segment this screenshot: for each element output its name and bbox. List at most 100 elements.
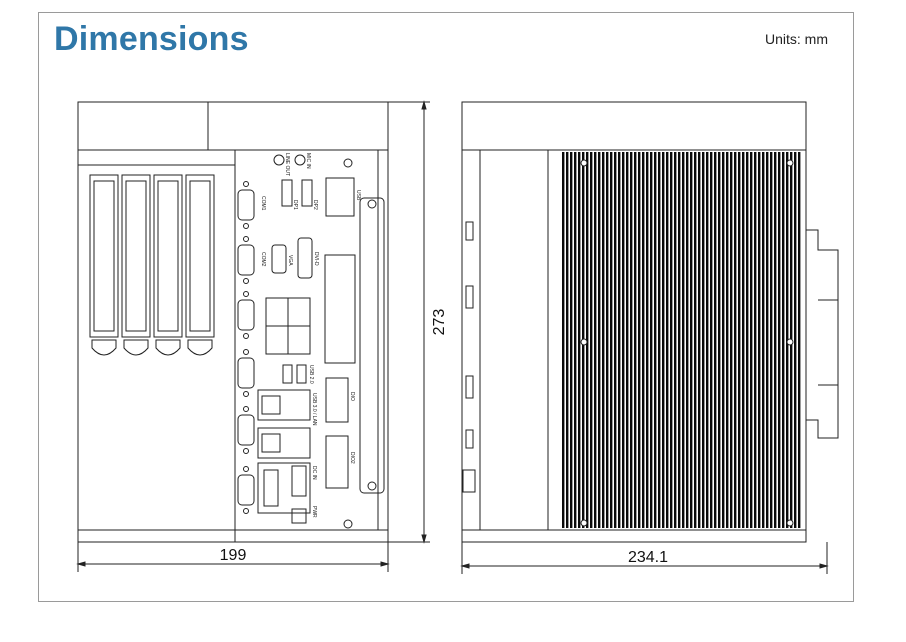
fin: [750, 152, 753, 528]
power-terminal-block: [257, 462, 311, 514]
fin: [762, 152, 765, 528]
usb20-port-a: [282, 364, 293, 384]
units-label: Units: mm: [765, 31, 828, 47]
fin: [782, 152, 785, 528]
com-screw: [243, 406, 249, 412]
fin: [778, 152, 781, 528]
fin: [774, 152, 777, 528]
label-usb: USB: [355, 190, 361, 201]
heatsink-screw: [786, 159, 794, 167]
com-screw: [243, 278, 249, 284]
label-mic-in: MIC IN: [305, 153, 311, 169]
heatsink-screw: [580, 338, 588, 346]
mic-in-jack: [294, 154, 306, 166]
fin: [594, 152, 597, 528]
fin: [598, 152, 601, 528]
dio-connector: [325, 377, 349, 423]
com-screw: [243, 448, 249, 454]
com-port: [237, 189, 255, 221]
usb20-port-b: [296, 364, 307, 384]
com-screw: [243, 223, 249, 229]
fin: [614, 152, 617, 528]
side-view: [460, 101, 839, 574]
label-usb20: USB 2.0: [308, 365, 314, 384]
fin: [682, 152, 685, 528]
fin: [642, 152, 645, 528]
slot-handle: [187, 339, 213, 356]
fin: [766, 152, 769, 528]
usb-port-block: [325, 177, 355, 217]
expansion-slot-cover: [185, 174, 215, 338]
serial-header-block: [324, 254, 356, 364]
fin: [794, 152, 797, 528]
label-dvid: DVI-D: [313, 252, 319, 266]
fin: [686, 152, 689, 528]
fin: [730, 152, 733, 528]
fin: [626, 152, 629, 528]
label-com1: COM1: [260, 196, 266, 211]
com-screw: [243, 349, 249, 355]
fin: [586, 152, 589, 528]
height-value: 273: [431, 309, 448, 336]
com-screw: [243, 391, 249, 397]
expansion-slot-cover: [121, 174, 151, 338]
fin: [662, 152, 665, 528]
label-dp2: DP2: [312, 200, 318, 210]
fin: [574, 152, 577, 528]
fin: [706, 152, 709, 528]
fin: [566, 152, 569, 528]
fin: [590, 152, 593, 528]
com-port: [237, 414, 255, 446]
fin: [678, 152, 681, 528]
fin: [630, 152, 633, 528]
usb30-lan-block-1: [257, 389, 311, 421]
vga-port: [271, 244, 287, 274]
fin: [654, 152, 657, 528]
label-usb30-lan: USB 3.0 / LAN: [311, 393, 317, 426]
slot-handle: [155, 339, 181, 356]
fin: [622, 152, 625, 528]
slot-handle: [123, 339, 149, 356]
side-chassis-outline: [461, 101, 807, 543]
fin: [742, 152, 745, 528]
fin: [710, 152, 713, 528]
expansion-slot-cover: [153, 174, 183, 338]
fin: [618, 152, 621, 528]
fin: [646, 152, 649, 528]
fin: [702, 152, 705, 528]
heatsink-screw: [786, 519, 794, 527]
com-port: [237, 299, 255, 331]
slot-inner: [125, 180, 147, 332]
label-dp1: DP1: [292, 200, 298, 210]
front-width-value: 199: [220, 547, 247, 564]
fin: [714, 152, 717, 528]
fin: [798, 152, 801, 528]
fin: [610, 152, 613, 528]
label-com2: COM2: [260, 252, 266, 267]
label-dio2: DIO2: [349, 452, 355, 464]
fin: [690, 152, 693, 528]
label-vga: VGA: [287, 255, 293, 266]
fin: [718, 152, 721, 528]
fin: [738, 152, 741, 528]
io-bracket: [359, 197, 385, 494]
expansion-slots: [89, 174, 215, 356]
line-out-jack: [273, 154, 285, 166]
heatsink-screw: [786, 338, 794, 346]
dvi-port: [297, 237, 313, 279]
com-screw: [243, 181, 249, 187]
front-top-step: [78, 102, 209, 151]
fin: [670, 152, 673, 528]
side-depth-value: 234.1: [628, 549, 668, 566]
com-ports: [237, 181, 255, 514]
com-screw: [243, 508, 249, 514]
com-screw: [243, 466, 249, 472]
fin: [606, 152, 609, 528]
dio2-connector: [325, 435, 349, 489]
slot-inner: [157, 180, 179, 332]
fin: [666, 152, 669, 528]
label-dio: DIO: [349, 392, 355, 401]
fin: [726, 152, 729, 528]
fin: [650, 152, 653, 528]
